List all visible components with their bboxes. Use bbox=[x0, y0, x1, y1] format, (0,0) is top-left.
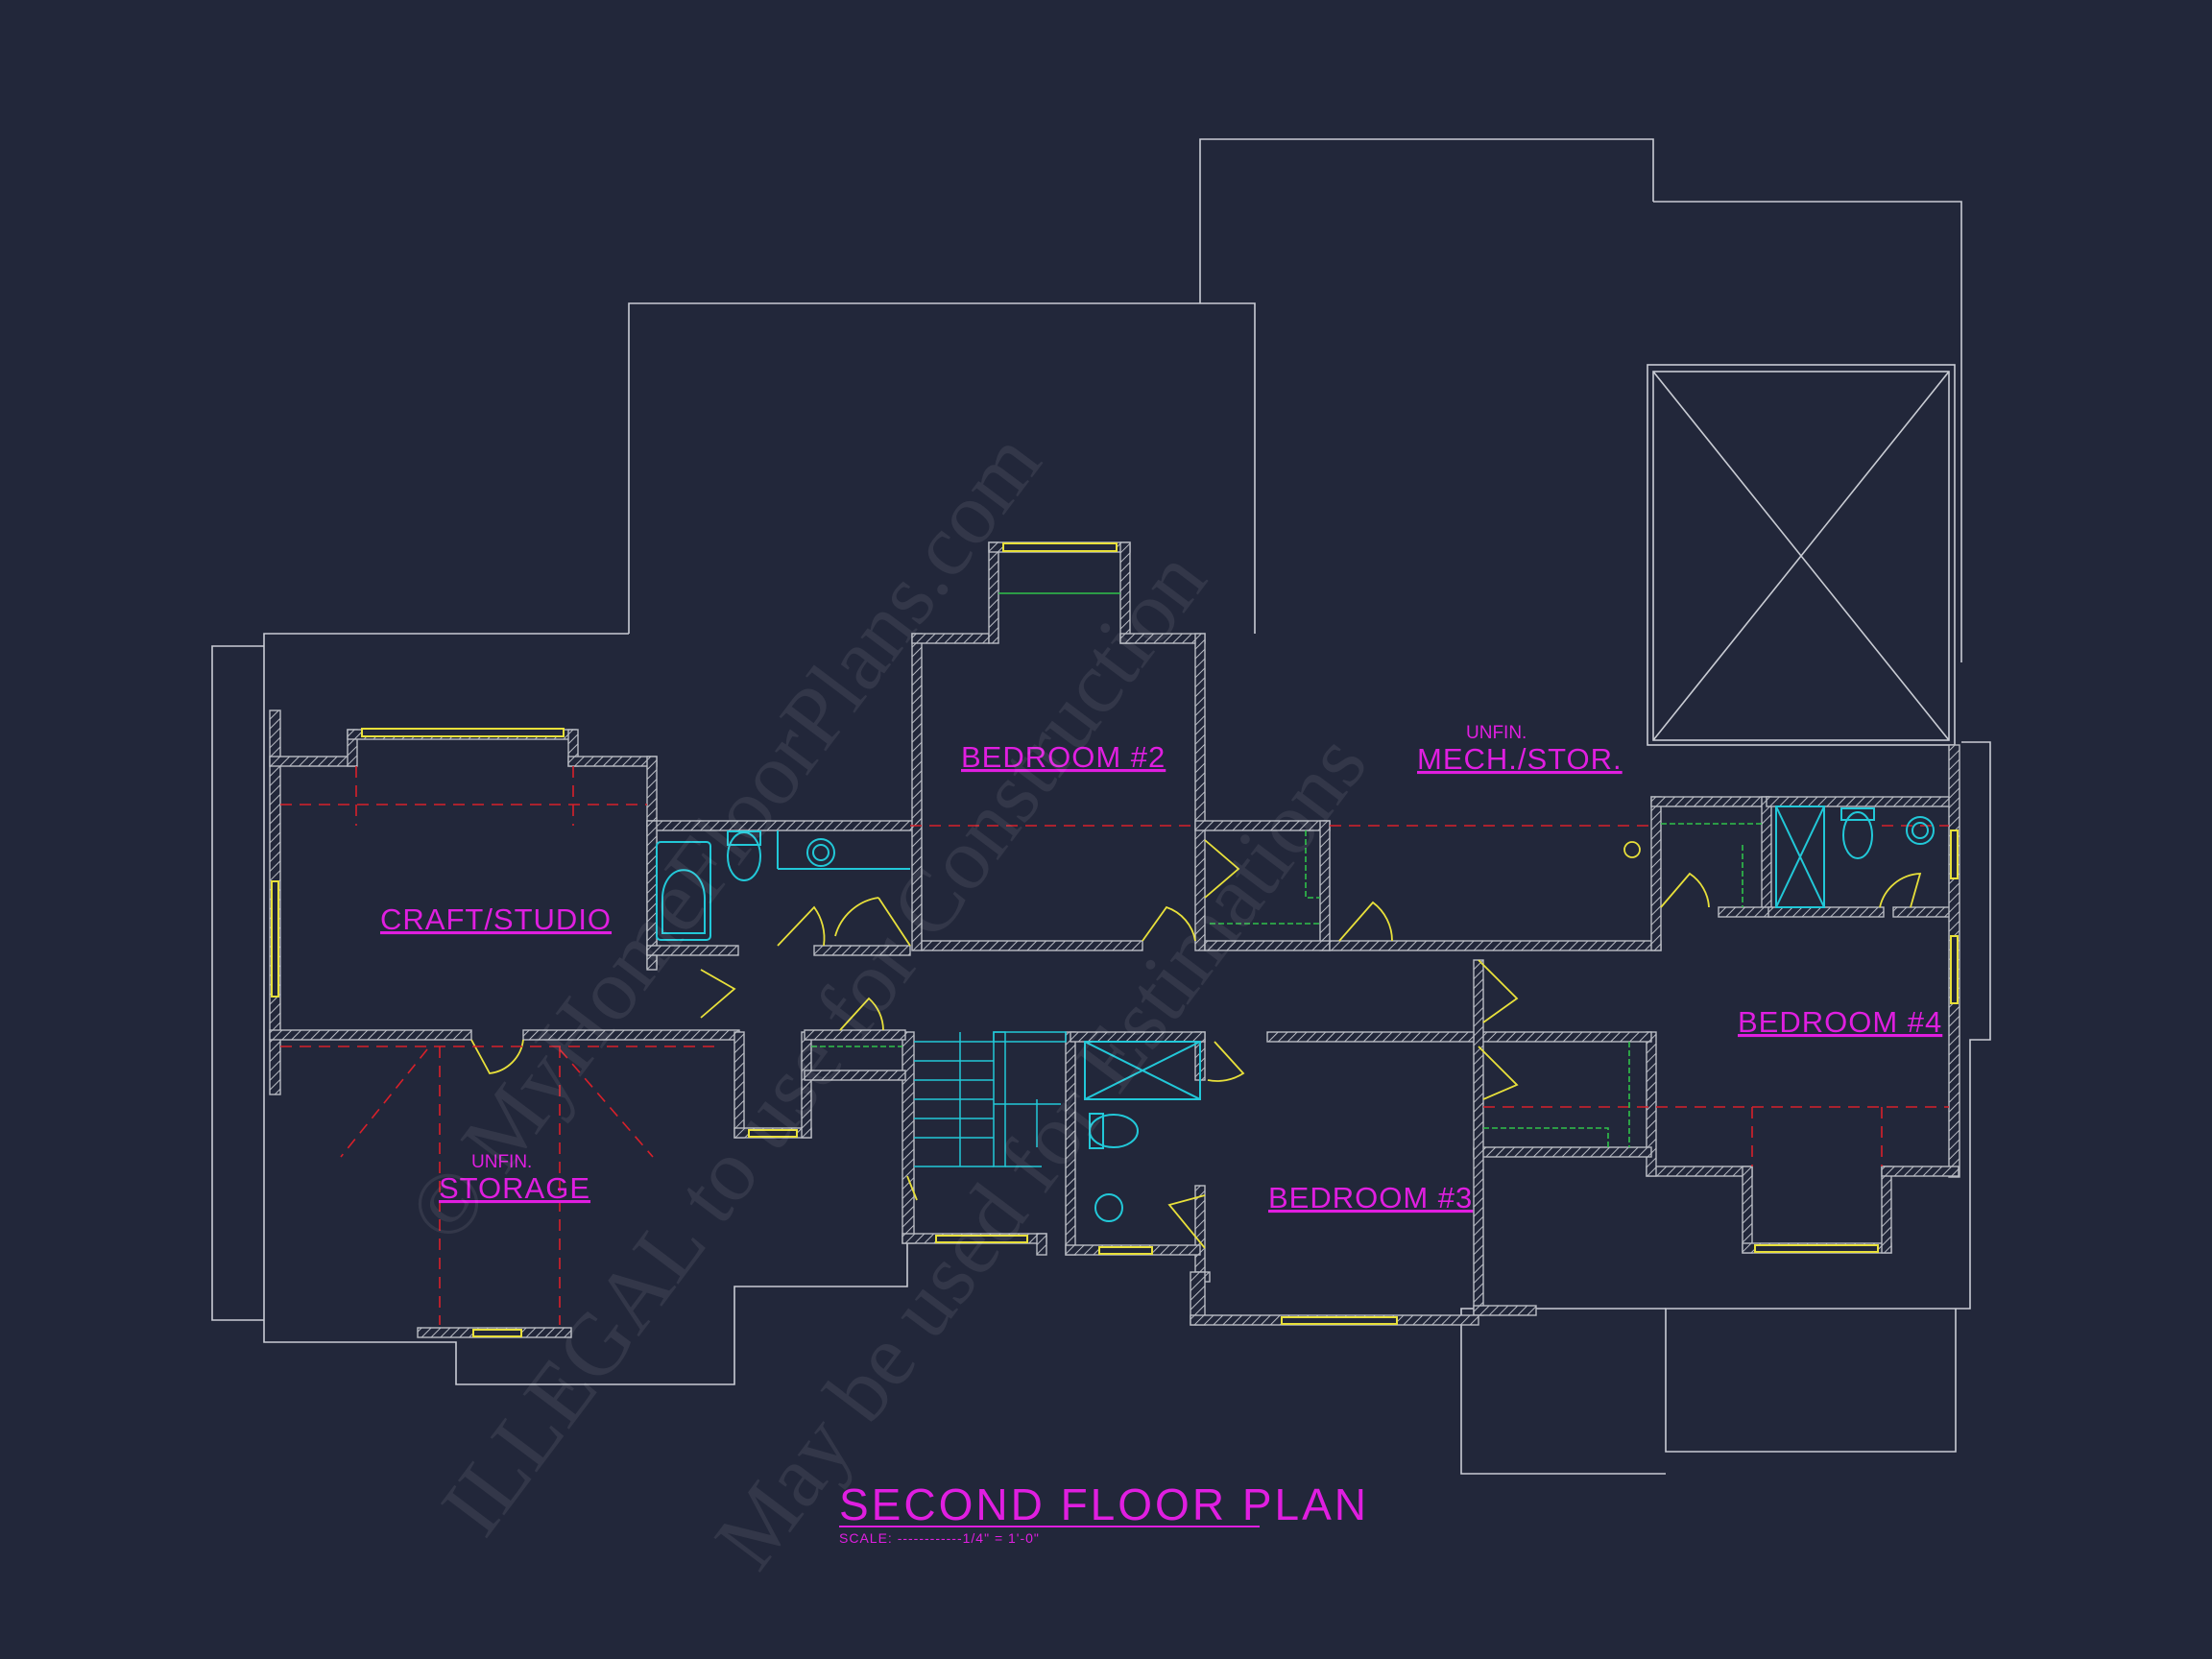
label-storage-unfin: UNFIN. bbox=[471, 1152, 532, 1172]
roof-outline bbox=[211, 138, 1991, 1475]
dashed-lines bbox=[280, 766, 1949, 1325]
plan-title: SECOND FLOOR PLAN bbox=[839, 1479, 1369, 1529]
door-swings bbox=[470, 839, 1922, 1249]
windows bbox=[271, 542, 1959, 1337]
label-bedroom-2: BEDROOM #2 bbox=[961, 740, 1166, 774]
label-bedroom-4: BEDROOM #4 bbox=[1738, 1005, 1942, 1039]
label-storage: STORAGE bbox=[439, 1171, 590, 1205]
label-craft-studio: CRAFT/STUDIO bbox=[380, 902, 612, 936]
stair bbox=[914, 1031, 1067, 1167]
bathroom-fixtures bbox=[656, 805, 1935, 1222]
room-labels: CRAFT/STUDIO BEDROOM #2 UNFIN. MECH./STO… bbox=[380, 723, 1942, 1214]
watermark: © MyHomeFloorPlans.com ILLEGAL to use fo… bbox=[389, 415, 1385, 1587]
plan-scale: SCALE: ------------1/4" = 1'-0" bbox=[839, 1530, 1040, 1546]
label-bedroom-3: BEDROOM #3 bbox=[1268, 1181, 1473, 1214]
closet-shelves bbox=[811, 823, 1762, 1147]
label-mech-stor: MECH./STOR. bbox=[1417, 742, 1623, 776]
label-mech-unfin: UNFIN. bbox=[1466, 723, 1527, 743]
